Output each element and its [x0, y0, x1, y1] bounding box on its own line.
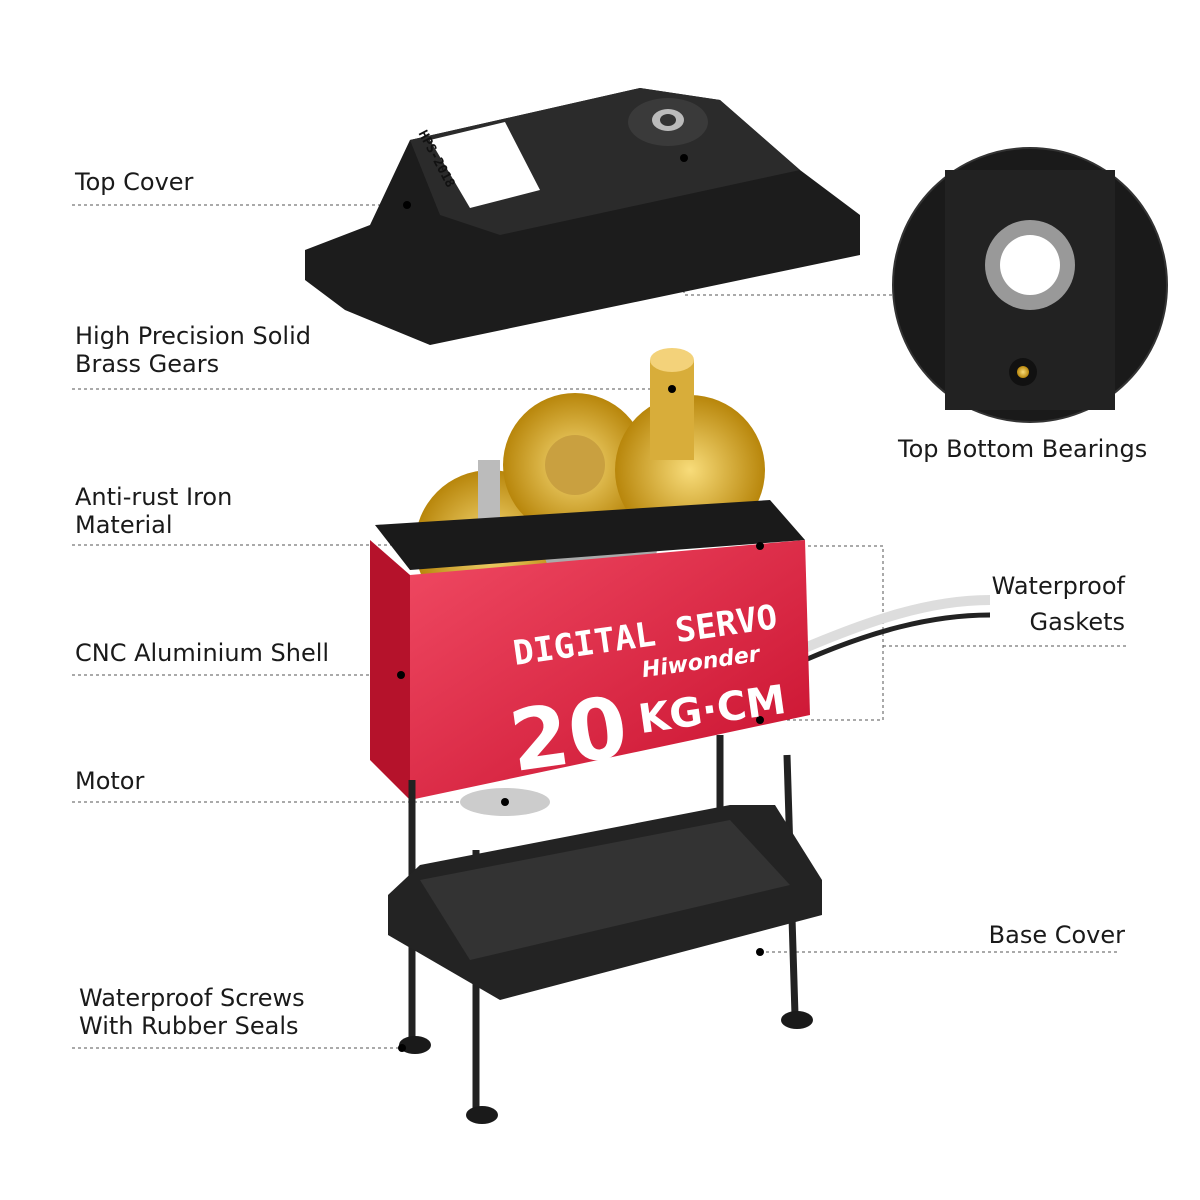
torque-value-text: 20	[504, 678, 633, 791]
top-cover-illustration	[305, 88, 860, 345]
bearing-inset	[892, 147, 1168, 423]
label-screws-line2: With Rubber Seals	[79, 1012, 299, 1040]
label-top-cover: Top Cover	[75, 168, 194, 196]
label-gaskets-line1: Waterproof	[991, 572, 1125, 600]
label-aluminium-shell: CNC Aluminium Shell	[75, 639, 330, 667]
label-screws-line1: Waterproof Screws	[79, 984, 305, 1012]
label-bearings: Top Bottom Bearings	[898, 435, 1148, 463]
label-gaskets-line2: Gaskets	[1029, 608, 1125, 636]
label-iron-line2: Material	[75, 511, 173, 539]
label-iron-line1: Anti-rust Iron	[75, 483, 233, 511]
aluminium-shell-illustration	[370, 500, 810, 816]
label-base-cover: Base Cover	[988, 921, 1125, 949]
label-motor: Motor	[75, 767, 145, 795]
base-cover-illustration	[388, 805, 822, 1052]
leader-lines	[72, 158, 1128, 1049]
label-brass-gears-line1: High Precision Solid	[75, 322, 311, 350]
label-brass-gears-line2: Brass Gears	[75, 350, 220, 378]
